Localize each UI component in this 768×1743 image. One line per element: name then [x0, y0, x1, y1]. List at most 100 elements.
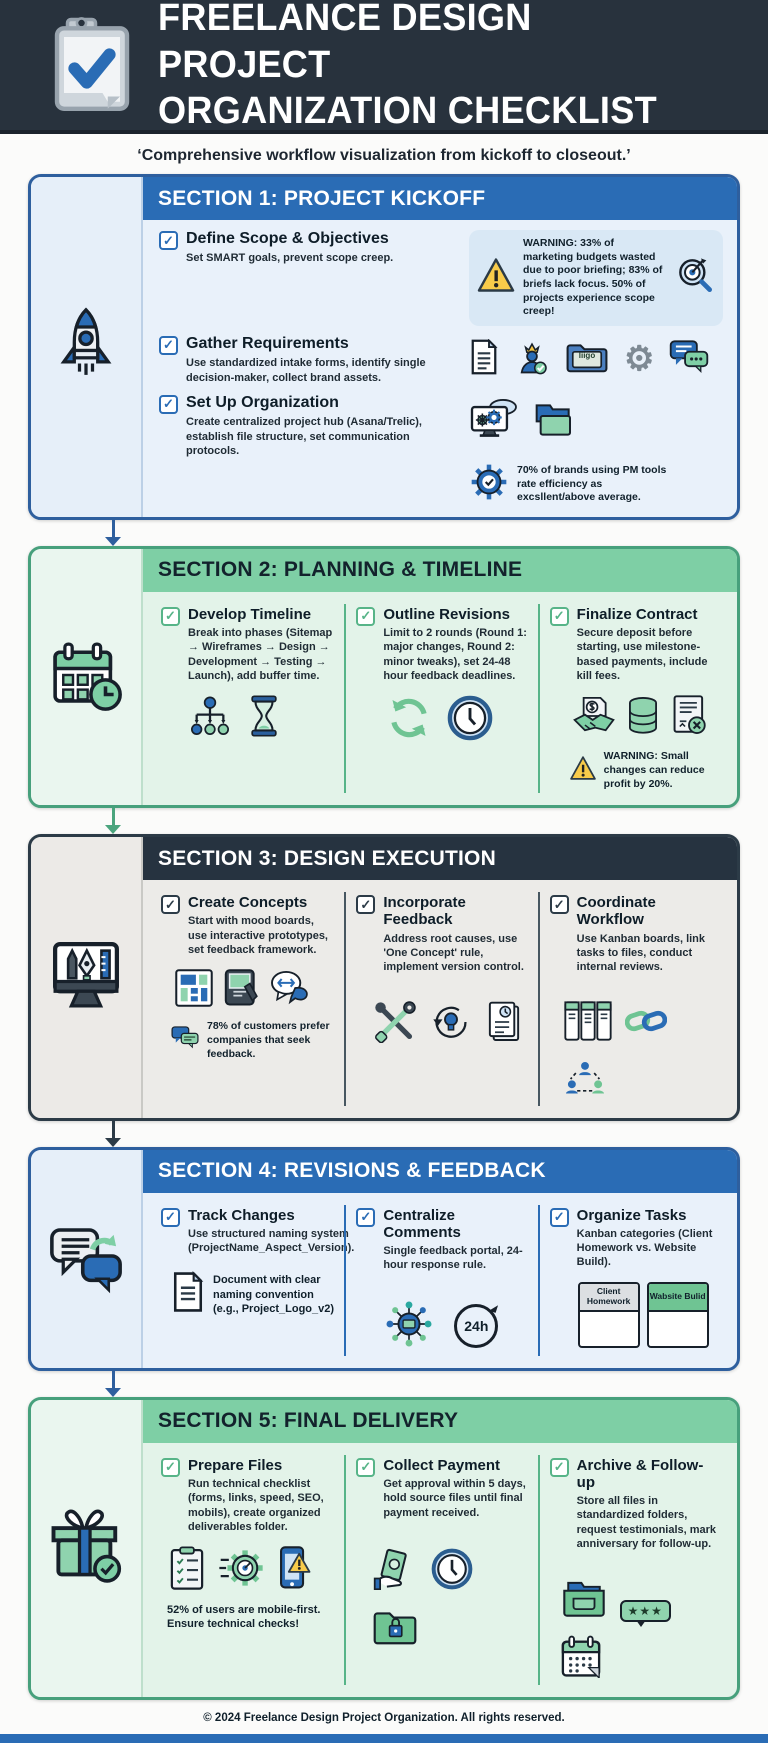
warning-triangle-icon	[477, 258, 515, 297]
flow-arrow-down-icon	[102, 1370, 124, 1397]
checkbox-icon: ✓	[159, 394, 178, 414]
checkbox-icon: ✓	[161, 1457, 180, 1477]
section-5-final-delivery: SECTION 5: FINAL DELIVERY ✓ Prepare File…	[28, 1396, 740, 1701]
checkbox-icon: ✓	[549, 895, 569, 915]
small-changes-warning: WARNING: Small changes can reduce profit…	[569, 750, 721, 791]
checkbox-icon: ✓	[159, 335, 178, 355]
section-4-side-panel	[31, 1149, 143, 1368]
item-desc: Use standardized intake forms, identify …	[186, 357, 426, 384]
technical-checklist-icon	[169, 1546, 205, 1595]
warning-text: WARNING: Small changes can reduce profit…	[603, 750, 705, 790]
item-desc: Get approval within 5 days, hold source …	[383, 1477, 526, 1519]
document-icon	[469, 338, 499, 380]
clock-icon	[447, 695, 493, 746]
money-hand-icon	[372, 1548, 418, 1595]
item-desc: Single feedback portal, 24-hour response…	[383, 1245, 523, 1272]
crossed-tools-icon	[374, 1000, 417, 1048]
checkbox-icon: ✓	[159, 231, 178, 250]
refresh-cycle-icon	[386, 695, 432, 746]
team-network-icon	[564, 1059, 606, 1104]
page-title-line2: ORGANIZATION CHECKLIST	[158, 90, 657, 133]
hourglass-icon	[248, 695, 280, 742]
checklist-item-gather-requirements: ✓ Gather Requirements Use standardized i…	[159, 335, 459, 385]
item-title: Coordinate Workflow	[576, 894, 656, 929]
item-title: Organize Tasks	[576, 1206, 687, 1224]
column-collect-payment: ✓ Collect Payment Get approval within 5 …	[344, 1454, 537, 1686]
item-title: Archive & Follow-up	[576, 1456, 704, 1491]
brand-assets-folder-icon: liigo	[565, 340, 609, 379]
kanban-board-icon	[564, 1000, 612, 1046]
speed-gear-icon	[218, 1547, 264, 1594]
item-desc: Address root causes, use 'One Concept' r…	[383, 932, 524, 974]
checkbox-icon: ✓	[356, 1457, 376, 1477]
checkbox-icon: ✓	[161, 1207, 180, 1227]
prototype-tablet-icon	[223, 969, 259, 1012]
archive-folder-icon	[560, 1575, 608, 1622]
kanban-card-client-homework: Client Homework	[577, 1281, 640, 1348]
section-2-title: SECTION 2: PLANNING & TIMELINE	[143, 548, 737, 592]
section-1-title: SECTION 1: PROJECT KICKOFF	[143, 177, 737, 220]
requirements-icon-row: liigo ⚙	[469, 335, 723, 380]
checkbox-icon: ✓	[356, 1207, 376, 1227]
checklist-item-define-scope: ✓ Define Scope & Objectives Set SMART go…	[159, 230, 459, 266]
mood-board-icon	[175, 969, 213, 1012]
calendar-clock-icon	[47, 636, 125, 719]
document-icon	[171, 1271, 205, 1318]
24h-label: 24h	[464, 1318, 489, 1335]
kanban-card-label: Client Homework	[579, 1283, 638, 1312]
checkbox-icon: ✓	[356, 606, 376, 626]
checkbox-icon: ✓	[161, 606, 180, 626]
item-title: Incorporate Feedback	[383, 894, 466, 929]
section-3-side-panel	[31, 837, 143, 1118]
gift-box-icon	[47, 1507, 125, 1590]
column-finalize-contract: ✓ Finalize Contract Secure deposit befor…	[537, 603, 731, 794]
item-title: Create Concepts	[188, 894, 308, 912]
column-centralize-comments: ✓ Centralize Comments Single feedback po…	[344, 1204, 537, 1356]
item-title: Develop Timeline	[188, 605, 312, 623]
stat-text: 70% of brands using PM tools rate effici…	[517, 463, 667, 504]
locked-folder-icon	[372, 1608, 418, 1651]
kanban-card-website-build: Wabsite Bulid	[646, 1281, 709, 1348]
column-create-concepts: ✓ Create Concepts Start with mood boards…	[151, 892, 344, 1105]
column-coordinate-workflow: ✓ Coordinate Workflow Use Kanban boards,…	[537, 892, 731, 1106]
version-history-doc-icon	[486, 1001, 522, 1048]
section-2-side-panel	[31, 548, 143, 806]
section-1-project-kickoff: SECTION 1: PROJECT KICKOFF ✓ Define Scop…	[28, 174, 740, 520]
section-3-design-execution: SECTION 3: DESIGN EXECUTION ✓ Create Con…	[28, 834, 740, 1121]
warning-callout: WARNING: 33% of marketing budgets wasted…	[469, 230, 723, 326]
naming-convention-note: Document with clear naming convention (e…	[171, 1271, 334, 1318]
stat-text: 78% of customers prefer companies that s…	[207, 1020, 330, 1060]
item-title: Set Up Organization	[186, 393, 339, 411]
gear-check-icon	[469, 462, 509, 507]
subtitle: ‘Comprehensive workflow visualization fr…	[137, 147, 631, 164]
item-title: Centralize Comments	[383, 1206, 461, 1241]
pm-tools-stat: 70% of brands using PM tools rate effici…	[469, 462, 667, 507]
section-3-title: SECTION 3: DESIGN EXECUTION	[143, 837, 737, 881]
organization-icon-row: 70% of brands using PM tools rate effici…	[469, 394, 723, 507]
item-desc: Use structured naming system (ProjectNam…	[188, 1227, 355, 1255]
clock-icon	[431, 1548, 473, 1595]
item-desc: Create centralized project hub (Asana/Tr…	[186, 416, 422, 457]
design-tools-monitor-icon	[47, 936, 125, 1019]
section-4-revisions-feedback: SECTION 4: REVISIONS & FEEDBACK ✓ Track …	[28, 1146, 740, 1371]
checkbox-icon: ✓	[356, 895, 376, 915]
column-track-changes: ✓ Track Changes Use structured naming sy…	[151, 1205, 354, 1356]
testimonial-stars-icon: ★★★	[619, 1600, 671, 1628]
item-desc: Secure deposit before starting, use mile…	[576, 627, 708, 682]
kanban-cards: Client Homework Wabsite Bulid	[577, 1281, 721, 1348]
idea-bulb-rotate-icon	[430, 1001, 472, 1048]
note-text: Document with clear naming convention (e…	[213, 1274, 335, 1316]
gear-icon: ⚙	[624, 340, 655, 379]
item-desc: Store all files in standardized folders,…	[576, 1495, 717, 1551]
rocket-icon	[47, 305, 125, 388]
page-title-line1: FREELANCE DESIGN PROJECT	[158, 0, 532, 86]
column-incorporate-feedback: ✓ Incorporate Feedback Address root caus…	[344, 892, 537, 1106]
item-desc: Run technical checklist (forms, links, s…	[188, 1477, 324, 1533]
clipboard-check-icon	[50, 16, 134, 114]
handshake-dollar-icon	[572, 696, 616, 741]
target-magnifier-icon	[675, 255, 715, 300]
section-2-planning-timeline: SECTION 2: PLANNING & TIMELINE ✓ Develop…	[28, 545, 740, 809]
folders-stack-icon	[534, 401, 574, 444]
anniversary-calendar-icon	[560, 1634, 602, 1683]
